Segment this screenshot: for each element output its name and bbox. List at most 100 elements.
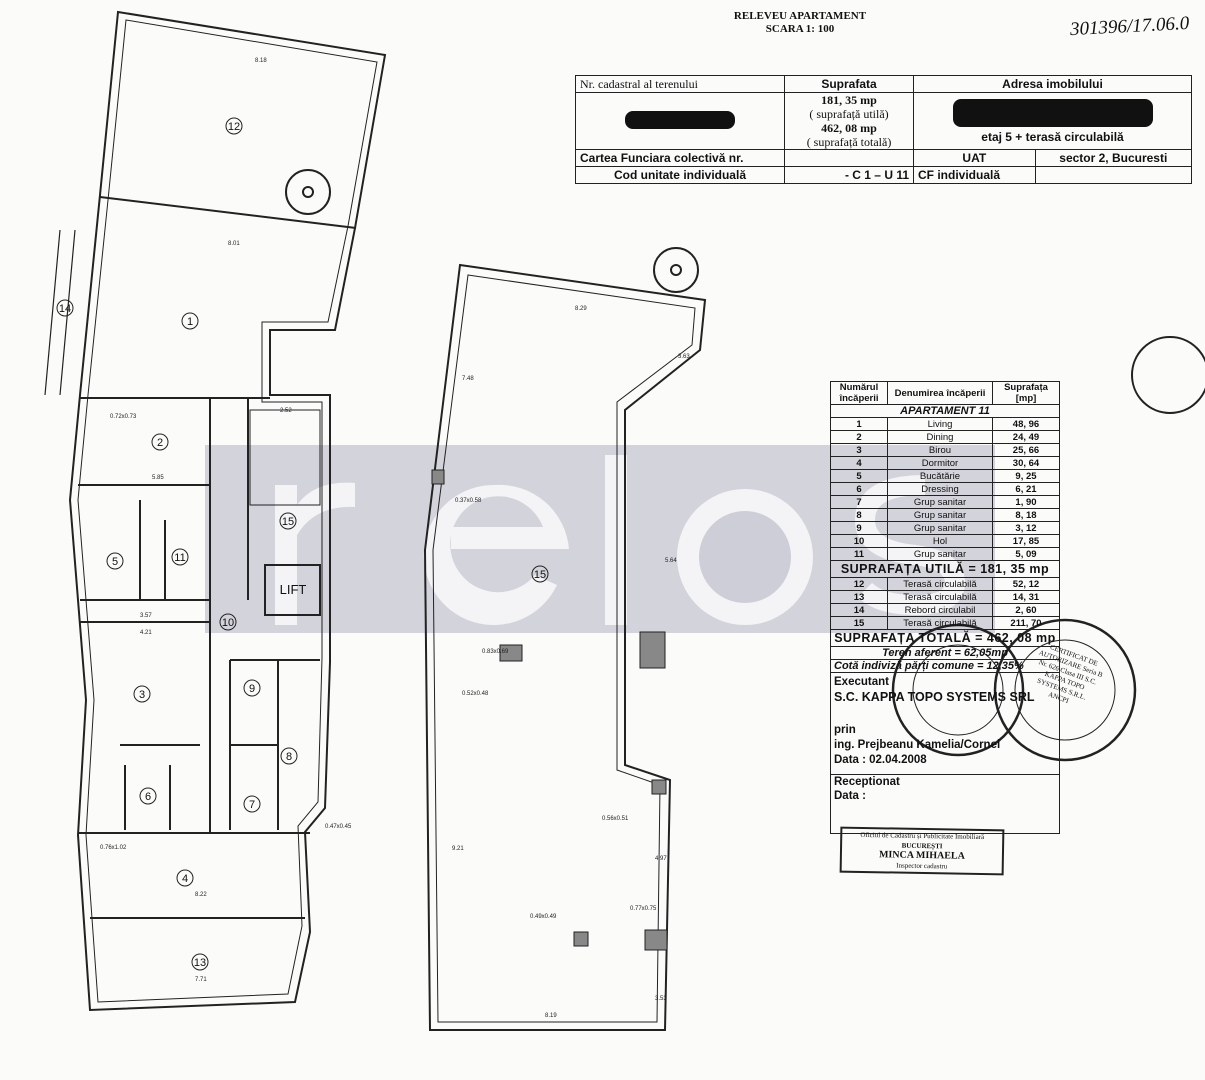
room-name: Grup sanitar xyxy=(887,495,993,509)
room-name: Grup sanitar xyxy=(887,521,993,535)
dimension-label: 4.21 xyxy=(140,630,152,636)
room-area: 30, 64 xyxy=(992,456,1060,470)
room-label: 15 xyxy=(282,516,294,528)
received-date: Data : xyxy=(834,790,866,802)
room-label: 11 xyxy=(174,552,185,564)
dimension-label: 0.49x0.49 xyxy=(530,914,557,920)
header-room-name: Denumirea încăperii xyxy=(887,381,993,405)
header-room-number: Numărul încăperii xyxy=(830,381,888,405)
room-area: 9, 25 xyxy=(992,469,1060,483)
area-total: 462, 08 mp xyxy=(821,121,877,135)
cf-individual-label: CF individuală xyxy=(913,166,1036,184)
room-name: Terasă circulabilă xyxy=(887,616,993,630)
terrace-outline xyxy=(423,263,707,1031)
room-nr: 15 xyxy=(830,616,888,630)
dimension-label: 0.47x0.45 xyxy=(325,824,352,830)
room-nr: 9 xyxy=(830,521,888,535)
title-text: RELEVEU APARTAMENT xyxy=(733,10,867,22)
room-name: Grup sanitar xyxy=(887,547,993,561)
room-name: Grup sanitar xyxy=(887,508,993,522)
dimension-label: 3.53 xyxy=(655,996,667,1002)
dimension-label: 0.83x0.69 xyxy=(482,649,509,655)
oficiu-line-4: Inspector cadastru xyxy=(896,861,948,871)
room-name: Living xyxy=(887,417,993,431)
header-area: Suprafata xyxy=(784,75,914,93)
unit-code-label: Cod unitate individuală xyxy=(575,166,785,184)
common-share: Cotă indiviză părți comune = 12,35% xyxy=(830,659,1060,673)
lift-label: LIFT xyxy=(280,582,307,597)
land-area: Teren aferent = 62,05mp xyxy=(830,646,1060,660)
dimension-label: 0.37x0.58 xyxy=(455,498,482,504)
dimension-label: 0.52x0.48 xyxy=(462,691,489,697)
grand-total: SUPRAFAȚA TOTALĂ = 462, 08 mp xyxy=(830,629,1060,647)
dimension-label: 4.97 xyxy=(655,856,667,862)
room-area: 1, 90 xyxy=(992,495,1060,509)
apartment-label: APARTAMENT 11 xyxy=(830,404,1060,418)
cadastral-table: Nr. cadastral al terenului Suprafata Adr… xyxy=(575,75,1193,184)
dimension-label: 5.85 xyxy=(152,475,164,481)
room-name: Dining xyxy=(887,430,993,444)
stamp-ocpi xyxy=(1131,336,1205,414)
rooms-table: Numărul încăperii Denumirea încăperii Su… xyxy=(830,381,1060,834)
cf-collective-label: Cartea Funciara colectivă nr. xyxy=(575,149,785,167)
room-label: 12 xyxy=(228,121,240,133)
uat-value: sector 2, Bucuresti xyxy=(1034,149,1193,167)
dimension-label: 8.29 xyxy=(575,306,587,312)
dimension-label: 2.52 xyxy=(280,408,292,414)
room-label: 4 xyxy=(182,873,188,885)
room-label: 2 xyxy=(157,437,163,449)
room-area: 14, 31 xyxy=(992,590,1060,604)
room-label: 1 xyxy=(187,316,193,328)
oficiu-stamp: Oficiul de Cadastru și Publicitate Imobi… xyxy=(839,826,1005,876)
redacted-address xyxy=(952,98,1153,127)
room-name: Terasă circulabilă xyxy=(887,577,993,591)
room-name: Dressing xyxy=(887,482,993,496)
address-floor: etaj 5 + terasă circulabilă xyxy=(981,129,1124,144)
room-nr: 12 xyxy=(830,577,888,591)
room-nr: 5 xyxy=(830,469,888,483)
room-nr: 1 xyxy=(830,417,888,431)
apartment-inner-outline xyxy=(77,19,378,1003)
room-name: Bucătărie xyxy=(887,469,993,483)
executant-name: S.C. KAPPA TOPO SYSTEMS SRL xyxy=(834,690,1035,704)
room-area: 17, 85 xyxy=(992,534,1060,548)
scale-text: SCARA 1: 100 xyxy=(765,23,835,35)
dimension-label: 8.22 xyxy=(195,892,207,898)
room-label: 8 xyxy=(286,751,292,763)
dimension-label: 8.01 xyxy=(228,241,240,247)
dimension-label: 0.72x0.73 xyxy=(110,414,137,420)
area-useful-note: ( suprafață utilă) xyxy=(809,107,889,121)
room-nr: 7 xyxy=(830,495,888,509)
room-name: Birou xyxy=(887,443,993,457)
dimension-label: 7.71 xyxy=(195,977,207,983)
room-area: 211, 70 xyxy=(992,616,1060,630)
room-area: 25, 66 xyxy=(992,443,1060,457)
dimension-label: 8.18 xyxy=(255,58,267,64)
header-room-area: Suprafața [mp] xyxy=(992,381,1060,405)
engineer-name: ing. Prejbeanu Kamelia/Cornel xyxy=(834,739,1001,751)
received-label: Receptionat xyxy=(834,776,900,788)
room-area: 6, 21 xyxy=(992,482,1060,496)
room-nr: 14 xyxy=(830,603,888,617)
room-label: 14 xyxy=(59,303,71,315)
dimension-label: 9.21 xyxy=(452,846,464,852)
prin-label: prin xyxy=(834,724,856,736)
dimension-label: 3.57 xyxy=(140,613,152,619)
dimension-label: 7.48 xyxy=(462,376,474,382)
dimension-label: 0.76x1.02 xyxy=(100,845,127,851)
room-name: Dormitor xyxy=(887,456,993,470)
room-name: Hol xyxy=(887,534,993,548)
room-area: 8, 18 xyxy=(992,508,1060,522)
useful-area-total: SUPRAFAȚA UTILĂ = 181, 35 mp xyxy=(830,560,1060,578)
room-area: 2, 60 xyxy=(992,603,1060,617)
